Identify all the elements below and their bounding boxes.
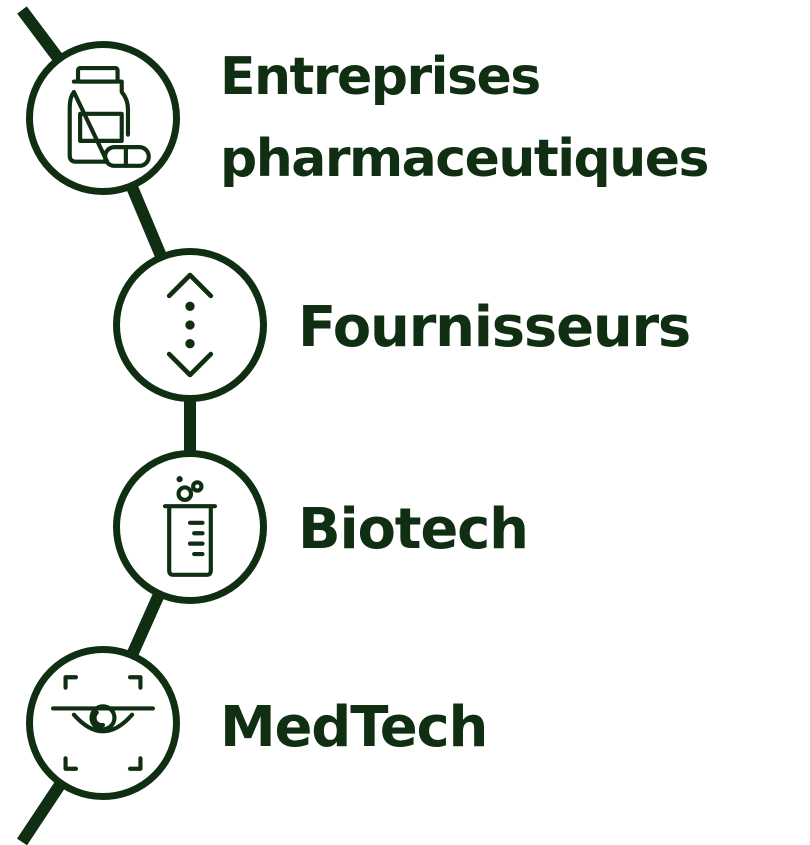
node-biotech	[113, 450, 267, 604]
node-pharma	[26, 41, 180, 195]
label-pharma: Entreprises pharmaceutiques	[220, 36, 710, 200]
pill-bottle-icon	[67, 66, 151, 168]
vertical-expand-icon	[166, 272, 214, 378]
label-line: pharmaceutiques	[220, 129, 710, 189]
node-fournisseurs	[113, 248, 267, 402]
label-biotech: Biotech	[298, 495, 529, 565]
label-line: Fournisseurs	[298, 295, 691, 360]
eye-scan-icon	[51, 675, 156, 771]
label-fournisseurs: Fournisseurs	[298, 293, 691, 363]
label-line: MedTech	[220, 695, 488, 760]
label-medtech: MedTech	[220, 693, 488, 763]
node-medtech	[26, 646, 180, 800]
label-line: Biotech	[298, 497, 529, 562]
beaker-bubbles-icon	[162, 476, 218, 577]
label-line: Entreprises	[220, 47, 541, 107]
